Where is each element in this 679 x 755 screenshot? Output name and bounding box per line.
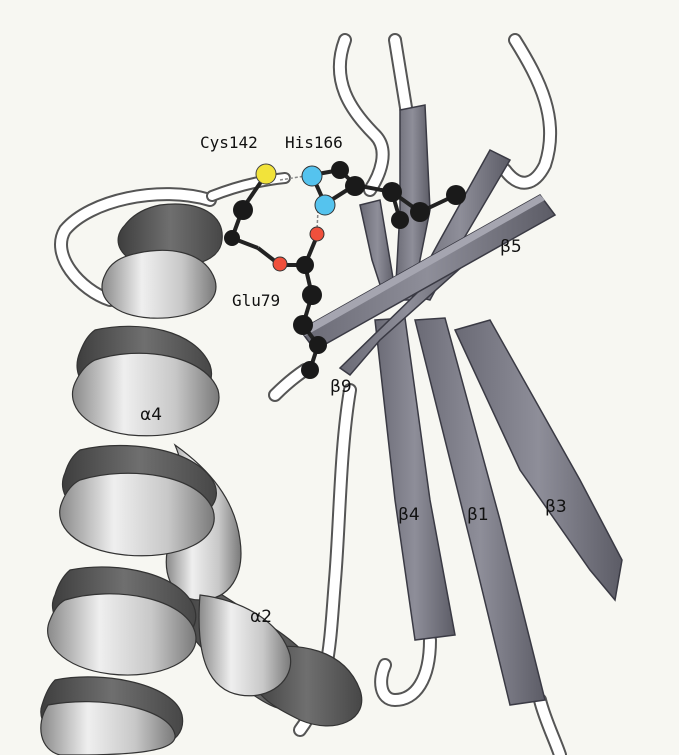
- label-beta4: β4: [398, 505, 420, 525]
- oxygen-atom: [310, 227, 324, 241]
- nitrogen-atom: [315, 195, 335, 215]
- label-alpha2: α2: [250, 607, 272, 627]
- oxygen-atom: [273, 257, 287, 271]
- carbon-atom: [224, 230, 240, 246]
- label-glu79: Glu79: [232, 291, 280, 310]
- carbon-atom: [331, 161, 349, 179]
- carbon-atom: [301, 361, 319, 379]
- carbon-atom: [446, 185, 466, 205]
- carbon-atom: [302, 285, 322, 305]
- label-beta1: β1: [467, 505, 489, 525]
- nitrogen-atom: [302, 166, 322, 186]
- carbon-atom: [382, 182, 402, 202]
- label-cys142: Cys142: [200, 133, 258, 152]
- carbon-atom: [293, 315, 313, 335]
- carbon-atom: [410, 202, 430, 222]
- helix-a4: [41, 204, 222, 755]
- carbon-atom: [309, 336, 327, 354]
- carbon-atom: [296, 256, 314, 274]
- label-beta3: β3: [545, 497, 567, 517]
- label-his166: His166: [285, 133, 343, 152]
- label-beta5: β5: [500, 237, 522, 257]
- label-alpha4: α4: [140, 405, 162, 425]
- label-beta9: β9: [330, 377, 352, 397]
- carbon-atom: [233, 200, 253, 220]
- sulfur-atom: [256, 164, 276, 184]
- carbon-atom: [391, 211, 409, 229]
- carbon-atom: [345, 176, 365, 196]
